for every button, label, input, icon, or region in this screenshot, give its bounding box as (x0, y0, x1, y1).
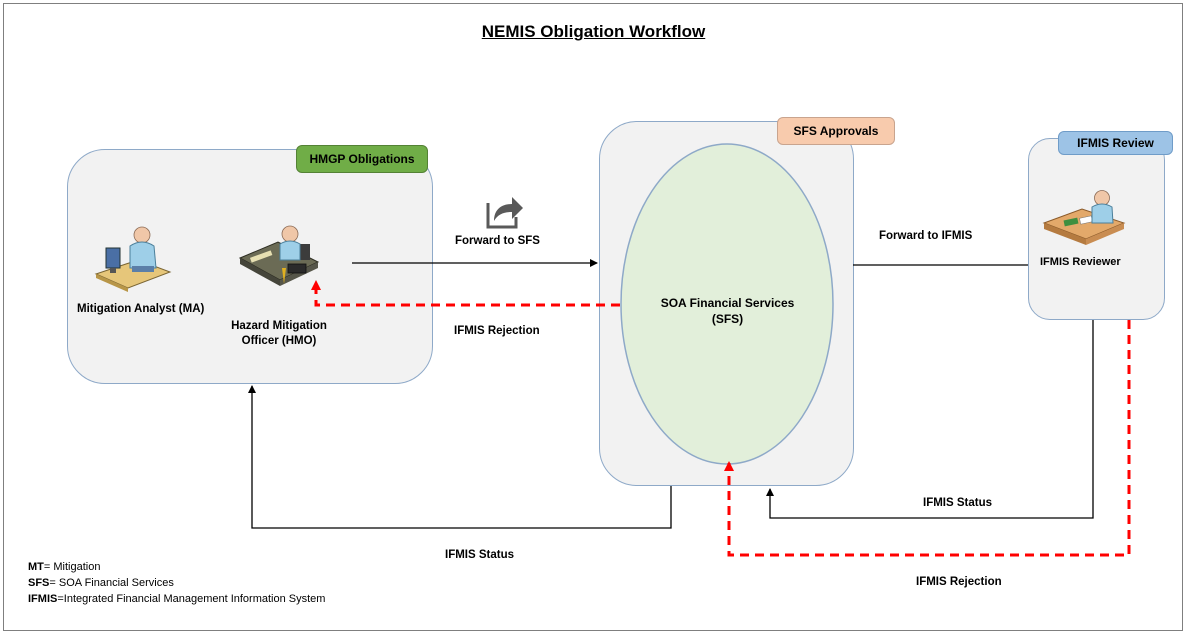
sfs-approvals-tag: SFS Approvals (777, 117, 895, 145)
sfs-node-label: SOA Financial Services (SFS) (660, 296, 795, 326)
ifmis-reviewer-figure-icon (1042, 190, 1126, 245)
ifmis-review-tag: IFMIS Review (1058, 131, 1173, 155)
diagram-title: NEMIS Obligation Workflow (481, 22, 706, 41)
diagram-frame (3, 3, 1183, 631)
hazard-mitigation-officer-label: Hazard Mitigation Officer (HMO) (231, 320, 327, 347)
ifmis-reviewer-label: IFMIS Reviewer (1040, 256, 1121, 268)
ifmis-rejection-left-arrow (311, 280, 620, 307)
hmgp-obligations-tag: HMGP Obligations (296, 145, 428, 173)
mitigation-analyst-figure-icon (94, 226, 172, 292)
legend-item: SFS= SOA Financial Services (28, 577, 174, 589)
ifmis-rejection-bottom-arrow (724, 320, 1131, 557)
mitigation-analyst-label: Mitigation Analyst (MA) (77, 303, 205, 315)
forward-share-icon (486, 197, 523, 229)
ifmis-status-right-arrow (766, 320, 1094, 519)
ifmis-rejection-bottom-label: IFMIS Rejection (916, 576, 1002, 588)
legend-item: IFMIS=Integrated Financial Management In… (28, 593, 326, 605)
ifmis-rejection-left-label: IFMIS Rejection (454, 325, 540, 337)
legend-item: MT= Mitigation (28, 561, 101, 573)
forward-to-ifmis-label: Forward to IFMIS (879, 230, 973, 242)
forward-to-sfs-label: Forward to SFS (455, 235, 540, 247)
ifmis-status-bottom-label: IFMIS Status (445, 549, 515, 561)
hazard-mitigation-officer-figure-icon (238, 225, 320, 286)
ifmis-status-right-label: IFMIS Status (923, 497, 993, 509)
ifmis-status-bottom-arrow (248, 385, 672, 529)
abbreviation-legend: MT= Mitigation SFS= SOA Financial Servic… (28, 559, 325, 607)
